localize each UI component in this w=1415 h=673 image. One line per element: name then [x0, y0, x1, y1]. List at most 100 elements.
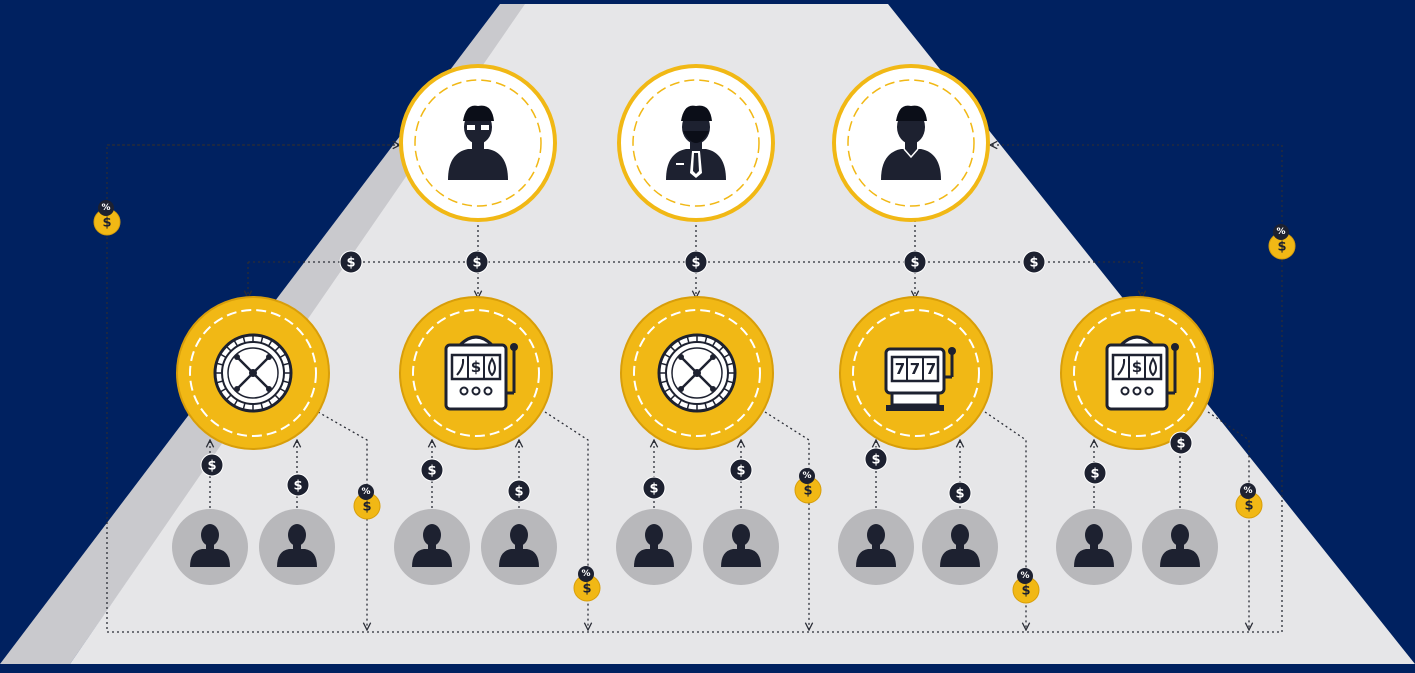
user-icon — [856, 524, 896, 567]
operator-row — [399, 64, 990, 222]
money-symbol: $ — [910, 256, 919, 271]
money-symbol: $ — [362, 500, 371, 515]
money-symbol: $ — [1021, 584, 1030, 599]
coin-markers: $$$$$$$$$$$$$$$$%$%$%$%$%$%$% — [93, 200, 1296, 604]
player-node — [394, 509, 470, 585]
operator-dashed-ring — [632, 79, 760, 207]
user-icon — [721, 524, 761, 567]
dollar-coin-icon: $ — [1169, 431, 1193, 455]
dollar-coin-icon: $ — [1022, 250, 1046, 274]
game-dashed-ring — [189, 309, 317, 437]
user-icon — [277, 524, 317, 567]
operator-node — [399, 64, 557, 222]
dollar-coin-icon: $ — [339, 250, 363, 274]
connector-line — [544, 411, 588, 630]
player-node — [481, 509, 557, 585]
percent-coin-icon: $% — [794, 468, 822, 504]
money-symbol: $ — [1277, 240, 1286, 255]
money-symbol: $ — [1090, 467, 1099, 482]
money-symbol: $ — [427, 464, 436, 479]
percent-symbol: % — [581, 569, 590, 579]
player-node — [1142, 509, 1218, 585]
dollar-coin-icon: $ — [200, 453, 224, 477]
game-dashed-ring — [852, 309, 980, 437]
percent-symbol: % — [1020, 571, 1029, 581]
glasses-man-icon — [448, 105, 508, 180]
user-icon — [499, 524, 539, 567]
connector-line — [1207, 411, 1249, 630]
player-row — [172, 509, 1218, 585]
percent-coin-icon: $% — [1268, 224, 1296, 260]
dollar-coin-icon: $ — [286, 473, 310, 497]
slot-machine-icon: $ — [1105, 335, 1179, 411]
connector-line — [106, 145, 1283, 633]
connector-line — [317, 411, 367, 630]
bearded-man-icon — [666, 105, 726, 180]
player-node — [259, 509, 335, 585]
game-dashed-ring — [412, 309, 540, 437]
user-icon — [190, 524, 230, 567]
player-node — [838, 509, 914, 585]
player-node — [172, 509, 248, 585]
money-symbol: $ — [472, 256, 481, 271]
user-icon — [412, 524, 452, 567]
dollar-coin-icon: $ — [642, 476, 666, 500]
money-symbol: $ — [582, 582, 591, 597]
reel-digit: 7 — [910, 360, 920, 378]
percent-symbol: % — [1276, 227, 1285, 237]
percent-coin-icon: $% — [1235, 483, 1263, 519]
user-icon — [1160, 524, 1200, 567]
money-symbol: $ — [346, 256, 355, 271]
money-symbol: $ — [1244, 499, 1253, 514]
percent-coin-icon: $% — [573, 566, 601, 602]
reel-digit: 7 — [926, 360, 936, 378]
percent-coin-icon: $% — [93, 200, 121, 236]
dollar-coin-icon: $ — [684, 250, 708, 274]
game-node — [176, 296, 330, 450]
percent-coin-icon: $% — [1012, 568, 1040, 604]
dollar-coin-icon: $ — [948, 481, 972, 505]
roulette-icon — [213, 333, 293, 413]
dollar-coin-icon: $ — [420, 458, 444, 482]
player-node — [922, 509, 998, 585]
money-symbol: $ — [803, 484, 812, 499]
money-symbol: $ — [207, 459, 216, 474]
user-icon — [1074, 524, 1114, 567]
game-dashed-ring — [1073, 309, 1201, 437]
dollar-coin-icon: $ — [729, 458, 753, 482]
dollar-coin-icon: $ — [864, 447, 888, 471]
user-icon — [940, 524, 980, 567]
roulette-icon — [657, 333, 737, 413]
money-symbol: $ — [293, 479, 302, 494]
man-icon — [881, 105, 941, 180]
game-node — [620, 296, 774, 450]
player-node — [1056, 509, 1132, 585]
percent-symbol: % — [802, 471, 811, 481]
money-symbol: $ — [649, 482, 658, 497]
game-node: $ — [399, 296, 553, 450]
game-node: $ — [1060, 296, 1214, 450]
percent-coin-icon: $% — [353, 484, 381, 520]
slot-machine-icon: $ — [444, 335, 518, 411]
percent-symbol: % — [1243, 486, 1252, 496]
user-icon — [634, 524, 674, 567]
player-node — [703, 509, 779, 585]
money-symbol: $ — [736, 464, 745, 479]
dollar-coin-icon: $ — [903, 250, 927, 274]
dollar-coin-icon: $ — [507, 479, 531, 503]
money-symbol: $ — [514, 485, 523, 500]
operator-dashed-ring — [847, 79, 975, 207]
money-symbol: $ — [1029, 256, 1038, 271]
money-symbol: $ — [102, 216, 111, 231]
operator-dashed-ring — [414, 79, 542, 207]
dollar-coin-icon: $ — [1083, 461, 1107, 485]
percent-symbol: % — [101, 203, 110, 213]
dollar-coin-icon: $ — [465, 250, 489, 274]
money-symbol: $ — [871, 453, 880, 468]
slot-money-symbol: $ — [1132, 358, 1142, 376]
